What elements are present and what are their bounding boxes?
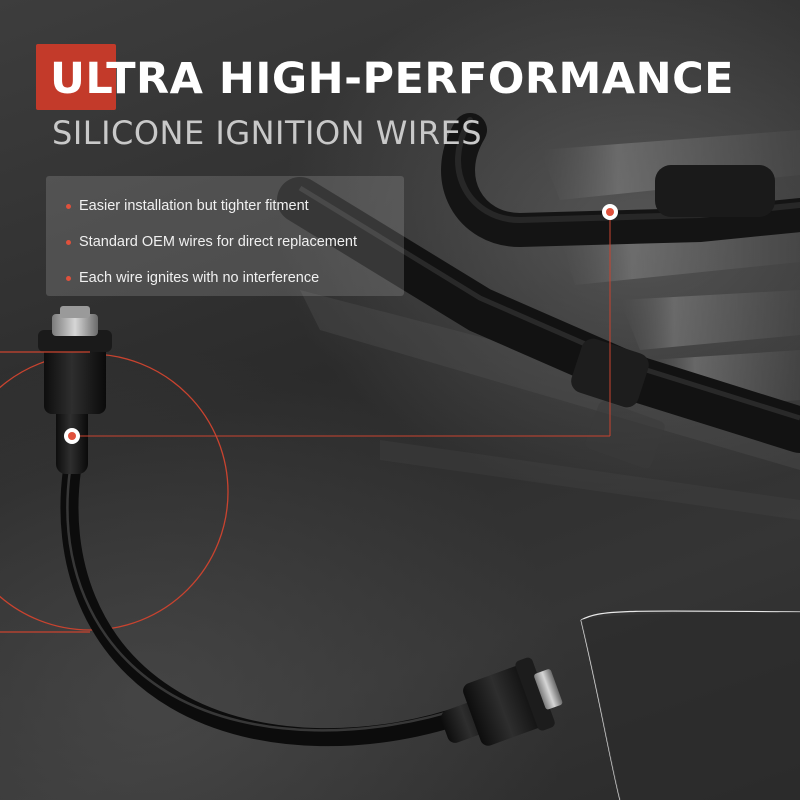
feature-item: Easier installation but tighter fitment xyxy=(66,188,404,224)
bullet-icon xyxy=(66,239,71,245)
bullet-icon xyxy=(66,203,71,209)
title-accent-shape xyxy=(36,44,116,110)
feature-item: Standard OEM wires for direct replacemen… xyxy=(66,224,404,260)
feature-label: Standard OEM wires for direct replacemen… xyxy=(79,234,358,250)
feature-label: Easier installation but tighter fitment xyxy=(79,198,309,214)
page-subtitle: SILICONE IGNITION WIRES xyxy=(52,114,483,152)
page-title: ULTRA HIGH-PERFORMANCE xyxy=(50,54,735,104)
feature-list: Easier installation but tighter fitment … xyxy=(46,176,404,296)
feature-label: Each wire ignites with no interference xyxy=(79,270,320,286)
bullet-icon xyxy=(66,275,71,281)
feature-item: Each wire ignites with no interference xyxy=(66,260,404,296)
